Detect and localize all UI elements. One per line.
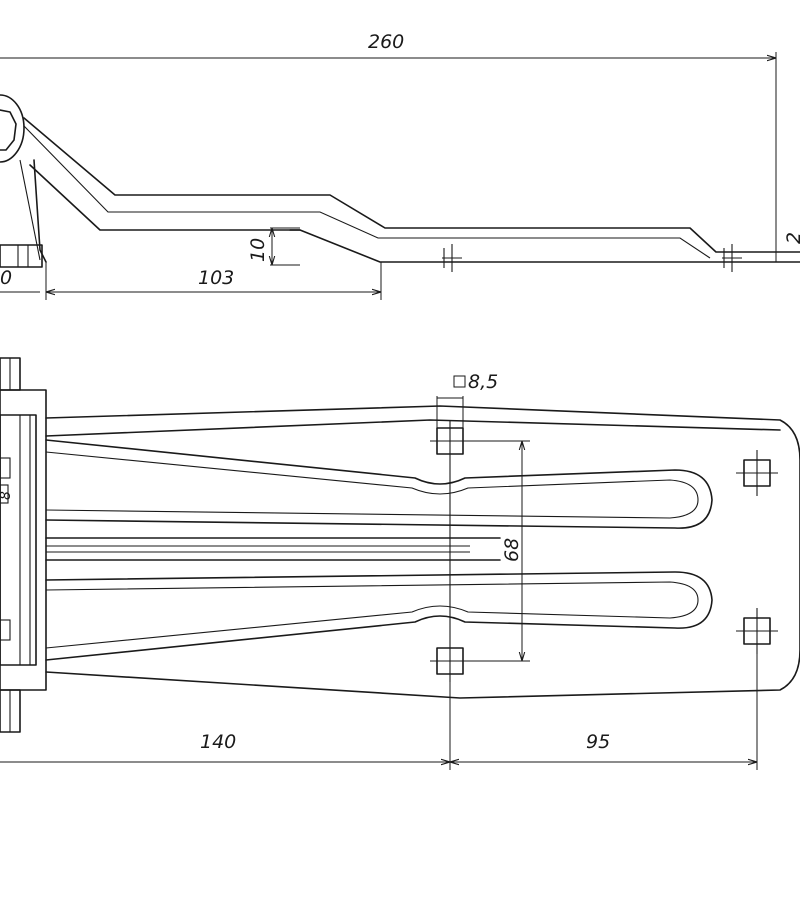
- dim-left-edge-partial: 8: [0, 491, 14, 500]
- top-view: 8,5 68 140 95 8: [0, 357, 800, 770]
- dim-span-left: 140: [200, 731, 236, 753]
- dim-span-right: 95: [586, 731, 610, 753]
- side-view: 260 10 103 0 2: [0, 31, 800, 300]
- dim-right-partial: 2: [783, 232, 800, 244]
- dim-left-partial: 0: [0, 267, 12, 289]
- dim-offset-height: 10: [247, 238, 269, 262]
- dim-hole-spacing: 68: [501, 538, 523, 562]
- dim-flat-length: 103: [198, 267, 234, 289]
- dim-overall-length: 260: [368, 31, 404, 53]
- dim-hole-size: 8,5: [468, 371, 498, 393]
